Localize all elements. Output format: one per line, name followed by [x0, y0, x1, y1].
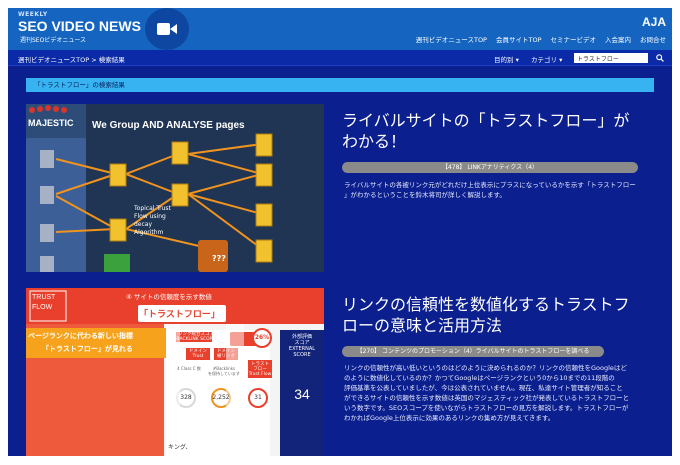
nav-member-top[interactable]: 会員サイトTOP	[495, 36, 542, 44]
trust-flow-label: 「トラストフロー」	[139, 310, 220, 320]
search-input[interactable]	[574, 53, 648, 63]
thumb2-caption: ④ サイトの信頼度を示す数値	[126, 293, 212, 301]
majestic-diagram	[26, 104, 324, 272]
aja-logo: AJA	[642, 13, 666, 30]
card-thumbnail[interactable]: TRUST FLOW ④ サイトの信頼度を示す数値 「トラストフロー」 ページラ…	[26, 288, 324, 456]
col1-sub-a: ドメイン Trust	[189, 349, 207, 359]
result-card[interactable]: TRUST FLOW ④ サイトの信頼度を示す数値 「トラストフロー」 ページラ…	[26, 288, 654, 456]
search-result-heading: 「トラストフロー」の検索結果	[26, 78, 654, 92]
tf-label: トラスト フロー Trust Flow	[248, 362, 272, 377]
category-dropdown[interactable]: カテゴリ ▾	[531, 56, 563, 64]
col1-small-b: #Backlinks を保持しています	[208, 366, 240, 376]
col1-heading: リンク総合スコア BACKLINK SCORE	[176, 332, 216, 342]
purpose-dropdown[interactable]: 目的別 ▾	[494, 56, 519, 64]
site-logo[interactable]: SEO VIDEO NEWS	[18, 18, 141, 34]
value-external-score: 34	[294, 386, 310, 402]
nav-join[interactable]: 入会案内	[605, 36, 631, 44]
value-backlinks: 2,252	[212, 394, 230, 401]
card-tag[interactable]: 【270】 コンテンツのプロモーション（4）ライバルサイトのトラストフローを調べ…	[342, 346, 604, 357]
trust-flow-badge: TRUST FLOW	[32, 294, 56, 311]
col1-sub-b: ドメイン 被リンク	[217, 349, 235, 359]
nav-contact[interactable]: お問合せ	[640, 36, 666, 44]
page: WEEKLY SEO VIDEO NEWS 週刊SEOビデオニュース AJA 週…	[8, 8, 672, 456]
svg-text:AJA: AJA	[642, 15, 666, 29]
external-score-label: 外部評価 スコア EXTERNAL SCORE	[288, 334, 316, 358]
breadcrumb[interactable]: 週刊ビデオニュースTOP > 検索結果	[18, 56, 125, 64]
site-header: WEEKLY SEO VIDEO NEWS 週刊SEOビデオニュース AJA 週…	[8, 8, 672, 50]
trustflow-infographic	[26, 288, 324, 456]
value-trust-flow: 31	[254, 394, 262, 401]
card-description: ライバルサイトの各被リンク元がどれだけ上位表示にプラスになっているかを示す「トラ…	[344, 181, 636, 199]
nav-seminar-video[interactable]: セミナービデオ	[550, 36, 597, 44]
thumb2-bottom-text: キング、	[168, 444, 192, 451]
nav-video-news-top[interactable]: 週刊ビデオニュースTOP	[415, 36, 487, 44]
logo-subtitle: 週刊SEOビデオニュース	[20, 37, 87, 44]
logo-weekly: WEEKLY	[18, 11, 48, 18]
card-thumbnail[interactable]: MAJESTIC We Group AND ANALYSE pages Topi…	[26, 104, 324, 272]
card-tag[interactable]: 【478】 LINKアナリティクス（4）	[342, 162, 638, 173]
col1-small-a: 4 Class C 数	[177, 366, 201, 371]
video-camera-icon	[145, 8, 189, 50]
search-icon[interactable]	[654, 53, 666, 63]
result-card[interactable]: MAJESTIC We Group AND ANALYSE pages Topi…	[26, 104, 654, 272]
majestic-logo-text: MAJESTIC	[28, 118, 74, 128]
thumbnail-headline: We Group AND ANALYSE pages	[92, 120, 245, 131]
thumb2-banner: ページランクに代わる新しい指標 「トラストフロー」が見れる	[28, 332, 133, 353]
thumbnail-caption: Topical Trust Flow using decay Algorithm	[134, 205, 171, 236]
header-nav: 週刊ビデオニュースTOP 会員サイトTOP セミナービデオ 入会案内 お問合せ	[416, 34, 666, 44]
breadcrumb-bar: 週刊ビデオニュースTOP > 検索結果 目的別 ▾ カテゴリ ▾	[8, 50, 672, 66]
card-title[interactable]: リンクの信頼性を数値化するトラストフ ローの意味と活用方法	[342, 295, 630, 335]
card-description: リンクの信頼性が高い低いというのはどのように決められるのか？リンクの信頼性をGo…	[344, 364, 630, 422]
card-title[interactable]: ライバルサイトの「トラストフロー」が わかる！	[342, 111, 630, 151]
trust-ratio: 26%	[254, 334, 270, 341]
value-class-c: 328	[180, 394, 192, 401]
thumbnail-question: ???	[212, 254, 226, 263]
